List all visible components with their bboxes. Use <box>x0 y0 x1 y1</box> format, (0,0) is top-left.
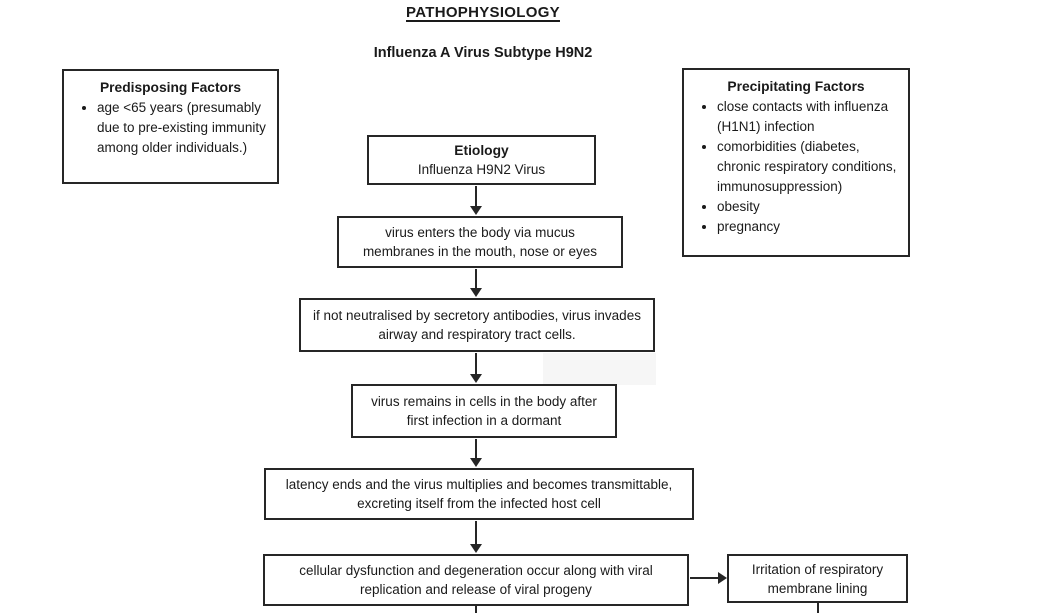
predisposing-factors-box: Predisposing Factors age <65 years (pres… <box>62 69 279 184</box>
list-item: pregnancy <box>717 217 902 237</box>
list-item: obesity <box>717 197 902 217</box>
flow-arrow-down-icon <box>470 269 482 297</box>
shaded-region <box>543 353 656 385</box>
flow-step-virus-entry: virus enters the body via mucus membrane… <box>337 216 623 268</box>
flow-step-text: latency ends and the virus multiplies an… <box>285 477 673 511</box>
precipitating-factors-box: Precipitating Factors close contacts wit… <box>682 68 910 257</box>
predisposing-factors-list: age <65 years (presumably due to pre-exi… <box>70 98 271 158</box>
flow-step-replication: cellular dysfunction and degeneration oc… <box>263 554 689 606</box>
flow-connector-line <box>817 603 819 613</box>
flow-step-text: if not neutralised by secretory antibodi… <box>313 308 641 342</box>
flow-step-text: virus remains in cells in the body after… <box>371 394 597 428</box>
flow-step-text: Irritation of respiratory membrane linin… <box>751 561 884 596</box>
flow-step-invasion: if not neutralised by secretory antibodi… <box>299 298 655 352</box>
predisposing-factors-title: Predisposing Factors <box>99 80 242 95</box>
etiology-text: Influenza H9N2 Virus <box>417 162 546 177</box>
flow-step-latency: latency ends and the virus multiplies an… <box>264 468 694 520</box>
page-subtitle: Influenza A Virus Subtype H9N2 <box>373 45 593 61</box>
etiology-heading: Etiology <box>454 143 509 158</box>
precipitating-factors-title: Precipitating Factors <box>727 79 865 94</box>
flow-arrow-down-icon <box>470 521 482 553</box>
etiology-box: Etiology Influenza H9N2 Virus <box>367 135 596 185</box>
flow-arrow-down-icon <box>470 353 482 383</box>
list-item: comorbidities (diabetes, chronic respira… <box>717 137 902 197</box>
list-item: close contacts with influenza (H1N1) inf… <box>717 97 902 137</box>
flow-step-dormant: virus remains in cells in the body after… <box>351 384 617 438</box>
flow-arrow-right-icon <box>690 572 727 584</box>
precipitating-factors-list: close contacts with influenza (H1N1) inf… <box>690 97 902 237</box>
flow-step-text: virus enters the body via mucus membrane… <box>362 225 598 259</box>
flow-arrow-down-icon <box>470 186 482 215</box>
flow-step-text: cellular dysfunction and degeneration oc… <box>299 563 653 597</box>
list-item: age <65 years (presumably due to pre-exi… <box>97 98 271 158</box>
flow-connector-line <box>475 606 477 613</box>
page-title: PATHOPHYSIOLOGY <box>406 4 560 21</box>
flow-arrow-down-icon <box>470 439 482 467</box>
irritation-box: Irritation of respiratory membrane linin… <box>727 554 908 603</box>
